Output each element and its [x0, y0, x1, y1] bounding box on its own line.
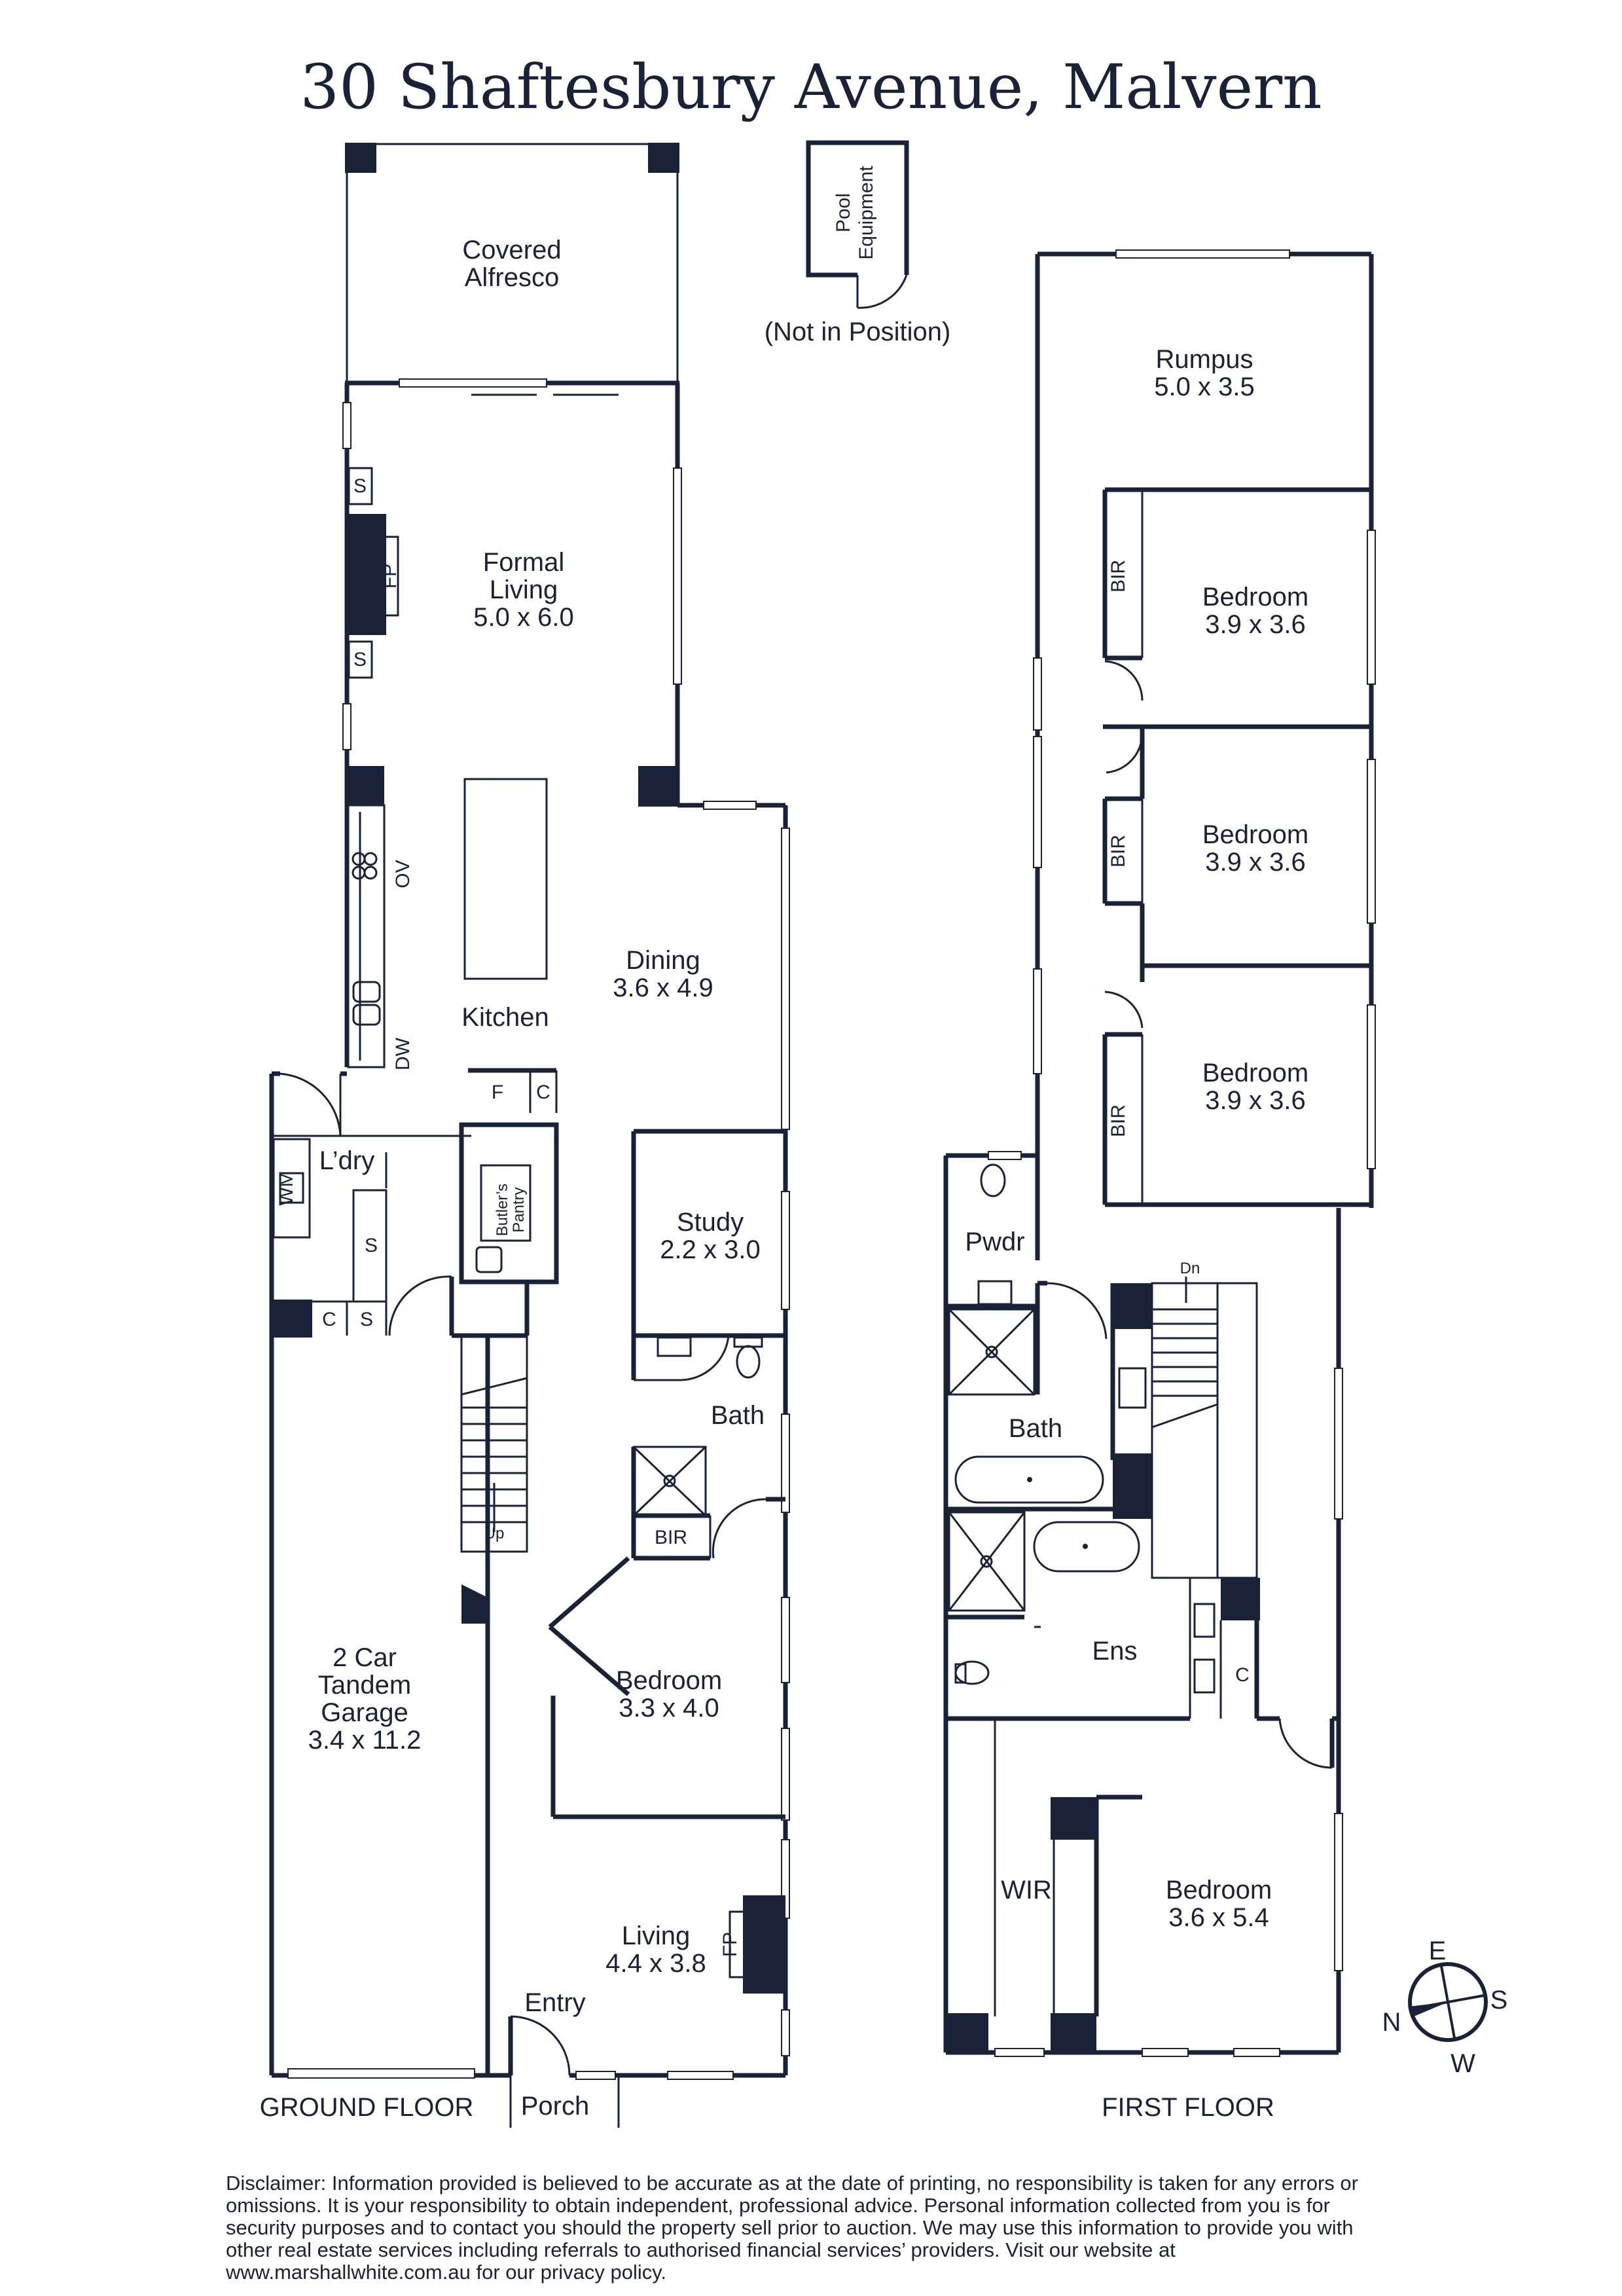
pool-equipment-note: (Not in Position) — [765, 318, 951, 346]
covered-alfresco-label-2: Alfresco — [465, 263, 560, 292]
laundry-c-label: C — [322, 1309, 336, 1330]
ground-stairs — [460, 1334, 528, 1553]
formal-living-label-1: Formal — [483, 548, 564, 577]
ground-floor-plan: S S FP OV DW F C — [269, 143, 790, 2128]
kitchen-label: Kitchen — [461, 1003, 549, 1032]
formal-living-s-top: S — [353, 475, 367, 497]
pool-equipment-label-2: Equipment — [856, 166, 877, 260]
kitchen-fridge-cupboard — [468, 1068, 558, 1113]
study-label: Study — [677, 1208, 744, 1237]
laundry-s-label: S — [365, 1235, 378, 1256]
kitchen-ov-label: OV — [392, 860, 414, 888]
dining-size: 3.6 x 4.9 — [613, 974, 713, 1002]
ground-bedroom-label: Bedroom — [616, 1666, 722, 1695]
pool-equipment — [806, 140, 909, 309]
main-bedroom-size: 3.6 x 5.4 — [1168, 1903, 1269, 1932]
ground-floor-walls — [342, 378, 790, 2075]
kitchen-f-label: F — [492, 1082, 503, 1103]
laundry-s2-label: S — [360, 1309, 373, 1330]
ground-bir-label: BIR — [655, 1527, 687, 1548]
butlers-pantry — [459, 1122, 559, 1285]
first-floor-label: FIRST FLOOR — [1102, 2093, 1274, 2122]
living-label: Living — [622, 1922, 691, 1950]
first-floor-plan — [943, 249, 1376, 2057]
pool-equipment-label-1: Pool — [833, 193, 854, 232]
upper-stairs-dn-label: Dn — [1180, 1260, 1200, 1277]
formal-living-fp-label: FP — [379, 564, 401, 589]
ground-bath-label: Bath — [711, 1401, 765, 1430]
garage-label-1: 2 Car — [333, 1643, 397, 1672]
garage-label-2: Tandem — [318, 1671, 411, 1700]
kitchen-c-label: C — [536, 1082, 550, 1103]
formal-living-size: 5.0 x 6.0 — [473, 603, 573, 632]
bedroom-3-label: Bedroom — [1202, 1059, 1308, 1087]
ground-stairs-up-label: Up — [484, 1525, 505, 1542]
formal-living-fireplace — [347, 467, 399, 679]
disclaimer: Disclaimer: Information provided is beli… — [226, 2172, 1358, 2284]
entry-porch — [488, 2015, 785, 2128]
ensuite-label: Ens — [1092, 1637, 1138, 1666]
formal-living-label-2: Living — [490, 575, 558, 604]
bedroom-2-bir-label: BIR — [1108, 835, 1129, 867]
upper-bath-label: Bath — [1009, 1414, 1062, 1443]
laundry-label: L’dry — [319, 1146, 375, 1175]
compass — [1408, 1962, 1488, 2042]
garage — [269, 1333, 490, 2079]
compass-w: W — [1451, 2049, 1475, 2078]
ensuite-c-label: C — [1235, 1664, 1250, 1686]
bedroom-2-size: 3.9 x 3.6 — [1205, 848, 1305, 877]
bedroom-3-size: 3.9 x 3.6 — [1205, 1086, 1305, 1115]
butlers-pantry-label-2: Pantry — [510, 1187, 528, 1232]
pwdr-label: Pwdr — [965, 1228, 1024, 1256]
covered-alfresco-label-1: Covered — [462, 236, 561, 264]
porch-label: Porch — [521, 2092, 590, 2121]
bedroom-1-size: 3.9 x 3.6 — [1205, 610, 1305, 639]
rumpus-size: 5.0 x 3.5 — [1154, 373, 1254, 401]
wir-label: WIR — [1001, 1876, 1052, 1904]
laundry — [269, 1071, 530, 1338]
butlers-pantry-label-1: Butler’s — [494, 1184, 511, 1236]
study — [631, 1129, 785, 1338]
page-title: 30 Shaftesbury Avenue, Malvern — [300, 52, 1322, 123]
ground-bedroom — [548, 1556, 785, 1819]
entry-label: Entry — [524, 1988, 585, 2017]
study-size: 2.2 x 3.0 — [660, 1235, 760, 1264]
living-fireplace — [729, 1895, 785, 1994]
bedroom-2-label: Bedroom — [1202, 820, 1308, 849]
ground-bedroom-size: 3.3 x 4.0 — [619, 1694, 719, 1722]
ground-bath — [631, 1335, 785, 1561]
kitchen-dw-label: DW — [392, 1037, 414, 1070]
living-fp-label: FP — [719, 1932, 741, 1957]
rumpus-label: Rumpus — [1156, 345, 1253, 374]
compass-e: E — [1429, 1937, 1447, 1965]
formal-living-s-bottom: S — [353, 649, 367, 670]
garage-size: 3.4 x 11.2 — [308, 1726, 422, 1755]
bedroom-3-bir-label: BIR — [1108, 1104, 1129, 1137]
main-bedroom-label: Bedroom — [1166, 1876, 1272, 1904]
compass-n: N — [1382, 2008, 1401, 2037]
bedroom-1-bir-label: BIR — [1108, 560, 1129, 592]
compass-s: S — [1490, 1986, 1508, 2014]
living-size: 4.4 x 3.8 — [605, 1949, 706, 1978]
ground-floor-label: GROUND FLOOR — [260, 2093, 474, 2122]
laundry-wm-label: WM — [276, 1171, 297, 1205]
kitchen-bench — [347, 778, 548, 1068]
bedroom-1-label: Bedroom — [1202, 583, 1308, 611]
covered-alfresco — [345, 143, 679, 383]
garage-label-3: Garage — [321, 1698, 408, 1727]
dining-label: Dining — [626, 946, 700, 975]
